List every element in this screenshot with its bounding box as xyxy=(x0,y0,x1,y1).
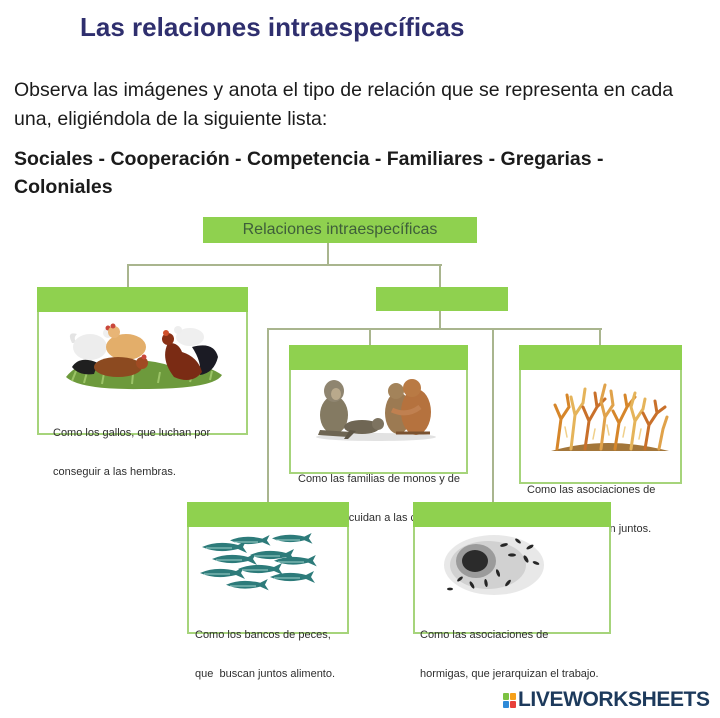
page-title: Las relaciones intraespecíficas xyxy=(80,12,465,42)
connector-line xyxy=(127,264,442,266)
caption-line-1: Como los bancos de peces, xyxy=(195,629,331,641)
caption-line-2: que buscan juntos alimento. xyxy=(195,668,336,680)
monkeys-image xyxy=(316,379,436,441)
answer-field-group-relations[interactable] xyxy=(376,287,508,311)
connector-line xyxy=(599,328,601,345)
card-monkeys: Como las familias de monos y de aves, qu… xyxy=(289,345,468,524)
answer-field-monkeys[interactable] xyxy=(289,345,468,370)
connector-line xyxy=(327,243,329,265)
caption-line-1: Como las asociaciones de xyxy=(527,484,656,496)
caption-line-1: Como las asociaciones de xyxy=(420,629,549,641)
corals-image xyxy=(551,383,669,451)
answer-field-corals[interactable] xyxy=(519,345,682,370)
connector-line xyxy=(492,328,494,502)
ants-image xyxy=(444,535,544,595)
card-chickens: Como los gallos, que luchan por consegui… xyxy=(37,287,248,478)
caption-chickens: Como los gallos, que luchan por consegui… xyxy=(53,401,210,505)
options-line-1: Sociales - Cooperación - Competencia - F… xyxy=(14,148,604,170)
caption-line-1: Como las familias de monos y de xyxy=(298,473,461,485)
answer-field-ants[interactable] xyxy=(413,502,611,527)
diagram-root-box: Relaciones intraespecíficas xyxy=(203,217,477,243)
logo-text: LIVEWORKSHEETS xyxy=(518,688,710,711)
answer-field-fish-school[interactable] xyxy=(187,502,349,527)
grid-squares-icon xyxy=(503,692,516,708)
connector-line xyxy=(439,311,441,329)
connector-line xyxy=(369,328,371,345)
card-fish-school: Como los bancos de peces, que buscan jun… xyxy=(187,502,349,680)
connector-line xyxy=(267,328,602,330)
instructions-line-1: Observa las imágenes y anota el tipo de … xyxy=(14,79,674,101)
fish-school-image xyxy=(200,533,317,591)
instructions-line-2: una, eligiéndola de la siguiente lista: xyxy=(14,108,328,130)
options-line-2: Coloniales xyxy=(14,176,113,198)
caption-fish-school: Como los bancos de peces, que buscan jun… xyxy=(195,603,335,707)
logo-square-blue xyxy=(503,700,509,708)
options-list: Sociales - Cooperación - Competencia - F… xyxy=(14,145,604,201)
answer-field-chickens[interactable] xyxy=(37,287,248,312)
instructions: Observa las imágenes y anota el tipo de … xyxy=(14,76,673,134)
card-ants: Como las asociaciones de hormigas, que j… xyxy=(413,502,611,680)
logo-square-orange xyxy=(510,692,516,700)
chickens-image xyxy=(66,323,222,390)
connector-line xyxy=(439,264,441,287)
logo-square-green xyxy=(503,692,509,700)
caption-line-2: hormigas, que jerarquizan el trabajo. xyxy=(420,668,599,680)
card-corals: Como las asociaciones de corales, que vi… xyxy=(519,345,682,535)
logo-square-red xyxy=(510,700,516,708)
caption-line-1: Como los gallos, que luchan por xyxy=(53,427,211,439)
liveworksheets-logo: LIVEWORKSHEETS xyxy=(503,688,710,712)
caption-ants: Como las asociaciones de hormigas, que j… xyxy=(420,603,599,707)
caption-line-2: conseguir a las hembras. xyxy=(53,466,176,478)
connector-line xyxy=(127,264,129,287)
connector-line xyxy=(267,328,269,502)
